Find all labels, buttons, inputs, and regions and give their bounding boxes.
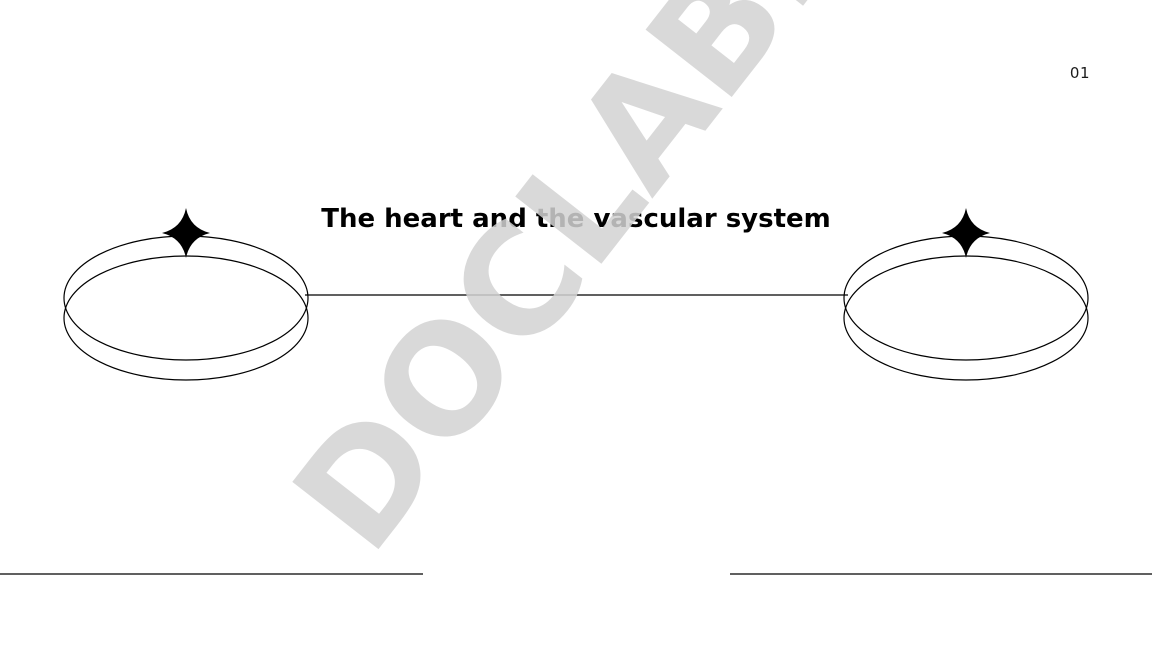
sparkle-icon [162,208,210,258]
sparkle-icon [942,208,990,258]
slide-number: 01 [1069,64,1090,82]
slide-title: The heart and the vascular system [321,204,831,234]
